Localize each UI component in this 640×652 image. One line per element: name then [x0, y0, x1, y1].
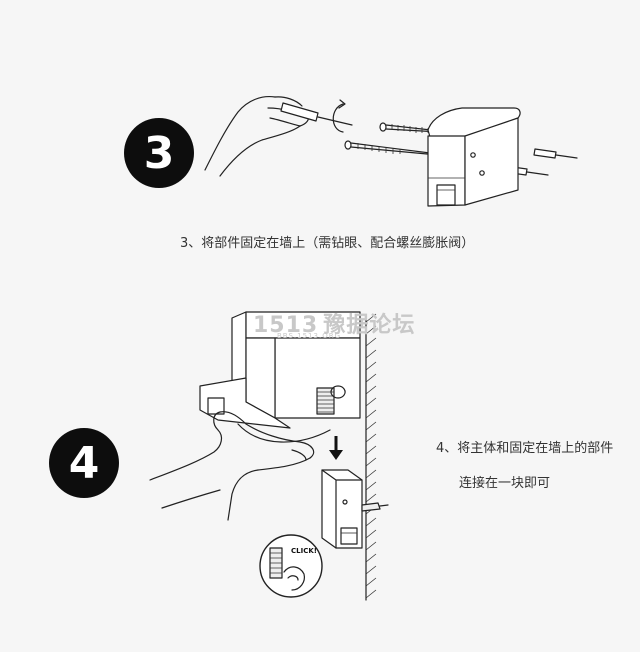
- step-4-caption-line1: 4、将主体和固定在墙上的部件: [436, 441, 614, 456]
- dispenser-body-illustration: [199, 311, 361, 443]
- watermark-logo: 1513: [253, 313, 319, 338]
- down-arrow-icon: [329, 436, 343, 460]
- step-4-number: 4: [68, 437, 100, 489]
- step-4-caption-line2: 连接在一块即可: [459, 476, 551, 491]
- step-3-badge: 3: [124, 118, 194, 188]
- watermark-text: 豫据论坛: [323, 313, 416, 338]
- wall-illustration: [365, 313, 377, 601]
- wall-mount-bracket-illustration: [427, 107, 521, 207]
- watermark-url: BBS.1513.ORG: [277, 332, 341, 340]
- forum-watermark: 1513 豫据论坛 BBS.1513.ORG: [253, 307, 416, 340]
- step-3-caption: 3、将部件固定在墙上（需钻眼、配合螺丝膨胀阀）: [180, 236, 475, 251]
- hand-holding-dispenser-illustration: [149, 411, 315, 521]
- mounted-bracket-illustration: [321, 469, 389, 549]
- step-3-number: 3: [143, 127, 175, 179]
- click-callout-illustration: CLICK!: [259, 534, 323, 598]
- click-label: CLICK!: [291, 547, 317, 555]
- hand-with-screwdriver-illustration: [204, 95, 353, 177]
- step-4-badge: 4: [49, 428, 119, 498]
